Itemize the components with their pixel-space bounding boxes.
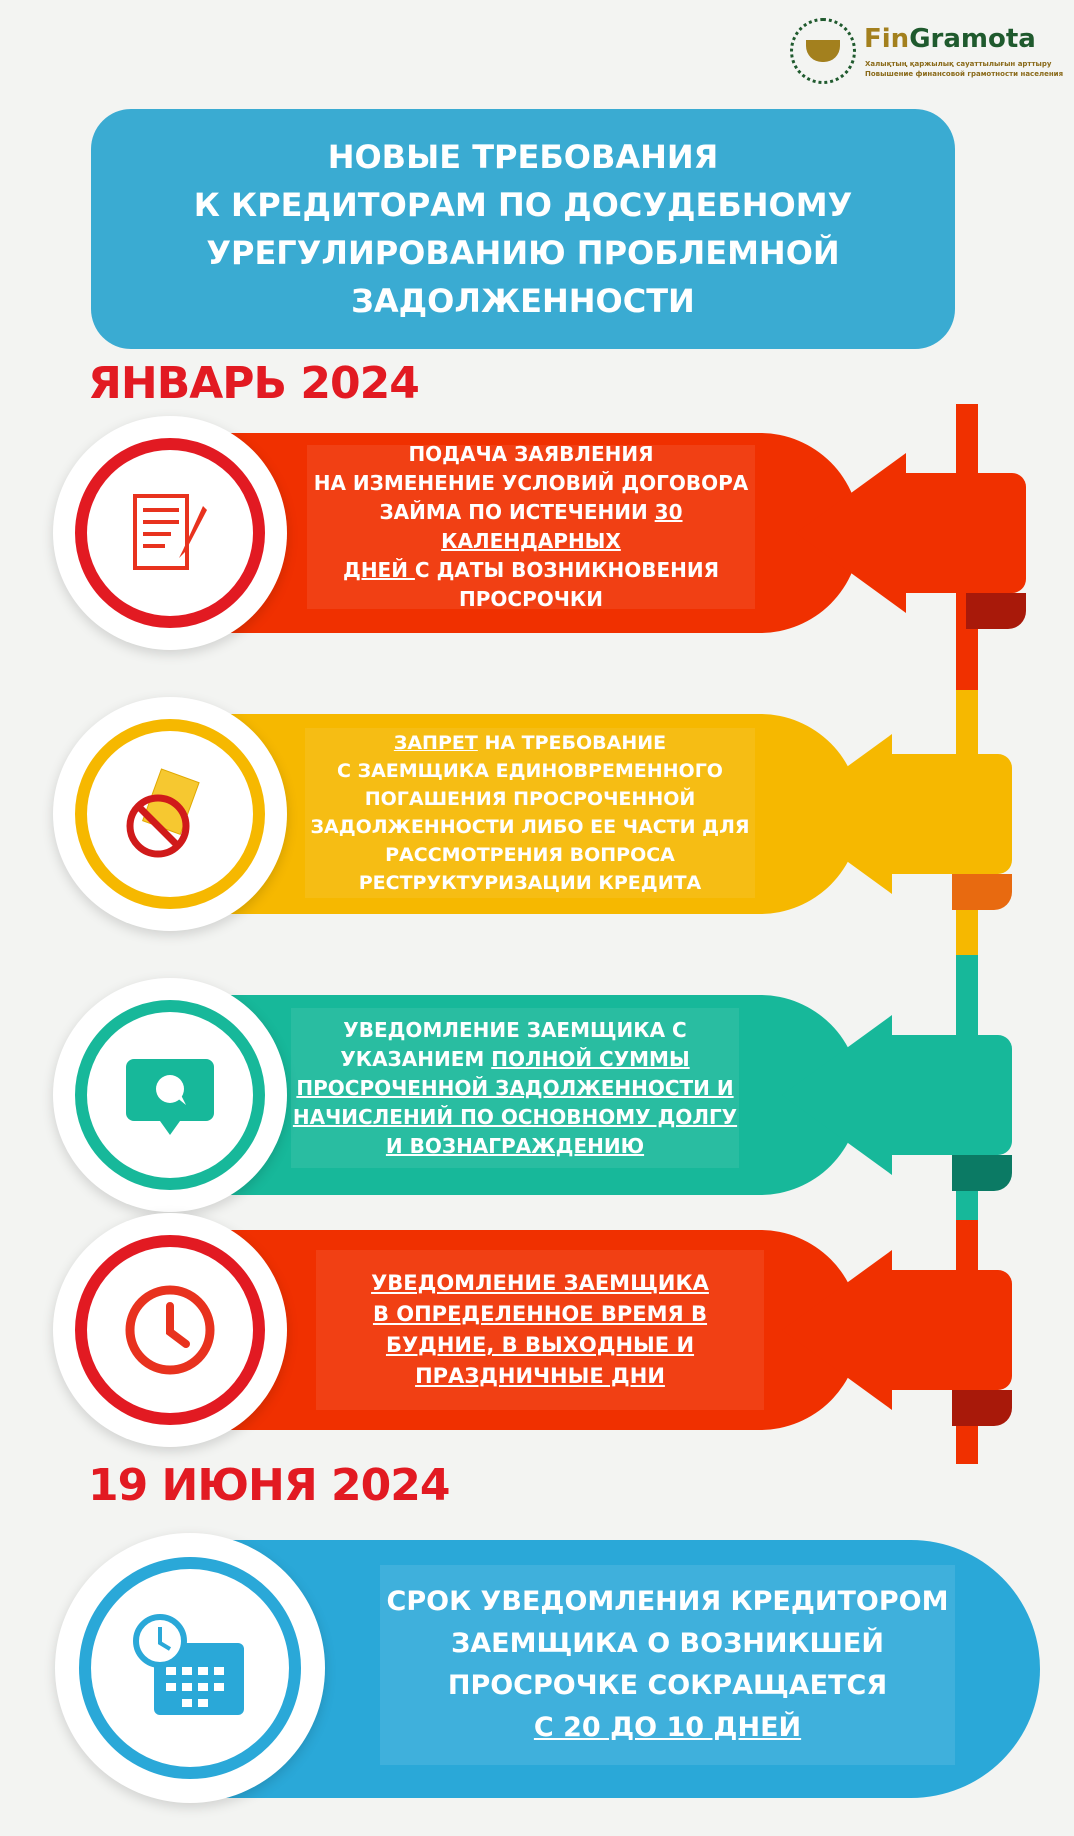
text-line: НА ИЗМЕНЕНИЕ УСЛОВИЙ ДОГОВОРА [313,471,749,495]
highlight-text: ЗАПРЕТ [393,732,478,754]
text-line: РАССМОТРЕНИЯ ВОПРОСА [385,844,675,866]
page-title: НОВЫЕ ТРЕБОВАНИЯ К КРЕДИТОРАМ ПО ДОСУДЕБ… [91,109,955,349]
highlight-text: ПОЛНОЙ СУММЫ [491,1046,690,1071]
title-line: К КРЕДИТОРАМ ПО ДОСУДЕБНОМУ [193,186,853,224]
item-1-text: ПОДАЧА ЗАЯВЛЕНИЯ НА ИЗМЕНЕНИЕ УСЛОВИЙ ДО… [307,442,755,611]
text-line: ПОГАШЕНИЯ ПРОСРОЧЕННОЙ [364,788,696,810]
highlight-text: ПРАЗДНИЧНЫЕ ДНИ [415,1364,665,1388]
item-4-text: УВЕДОМЛЕНИЕ ЗАЕМЩИКА В ОПРЕДЕЛЕННОЕ ВРЕМ… [316,1250,764,1410]
brand-gramota: Gramota [909,24,1036,54]
text-line: СРОК УВЕДОМЛЕНИЯ КРЕДИТОРОМ [386,1586,949,1617]
text-line: ЗАЙМА ПО ИСТЕЧЕНИИ [379,500,655,524]
text-line: ПОДАЧА ЗАЯВЛЕНИЯ [408,442,654,466]
text-line: ПРОСРОЧКЕ СОКРАЩАЕТСЯ [447,1670,888,1701]
highlight-text: С 20 ДО 10 ДНЕЙ [533,1712,802,1743]
highlight-text: БУДНИЕ, В ВЫХОДНЫЕ И [385,1333,695,1357]
text-line: НА ТРЕБОВАНИЕ [477,732,667,754]
arrow-yellow [782,714,1012,914]
date-january: ЯНВАРЬ 2024 [88,358,420,409]
item-2-text: ЗАПРЕТ НА ТРЕБОВАНИЕ С ЗАЕМЩИКА ЕДИНОВРЕ… [305,728,755,898]
item-3-text: УВЕДОМЛЕНИЕ ЗАЕМЩИКА С УКАЗАНИЕМ ПОЛНОЙ … [291,1008,739,1168]
fingramota-logo: FinGramota Халықтың қаржылық сауаттылығы… [790,18,1064,88]
text-line: УВЕДОМЛЕНИЕ ЗАЕМЩИКА С [343,1017,687,1042]
highlight-text: В ОПРЕДЕЛЕННОЕ ВРЕМЯ В [372,1302,708,1326]
circle-item-4 [53,1213,287,1447]
arrow-red-2 [782,1230,1012,1430]
text-line: УКАЗАНИЕМ [340,1046,492,1071]
arrow-red [796,433,1026,633]
final-text: СРОК УВЕДОМЛЕНИЯ КРЕДИТОРОМ ЗАЕМЩИКА О В… [380,1565,955,1765]
arrow-teal [782,995,1012,1195]
highlight-text: И ВОЗНАГРАЖДЕНИЮ [385,1133,645,1158]
brand-fin: Fin [864,24,910,54]
logo-emblem-icon [790,18,856,84]
circle-item-2 [53,697,287,931]
text-line: С ЗАЕМЩИКА ЕДИНОВРЕМЕННОГО [337,760,723,782]
clock-icon [125,1285,215,1375]
highlight-text: УВЕДОМЛЕНИЕ ЗАЕМЩИКА [371,1271,709,1295]
highlight-text: НАЧИСЛЕНИЙ ПО ОСНОВНОМУ ДОЛГУ [292,1104,738,1129]
text-line: ЗАДОЛЖЕННОСТИ ЛИБО ЕЕ ЧАСТИ ДЛЯ [310,816,750,838]
tagline-ru: Повышение финансовой грамотности населен… [865,70,1064,78]
chat-bubble-icon [126,1059,214,1135]
highlight-text: ДНЕЙ [343,558,415,582]
text-line: ПРОСРОЧКИ [459,587,603,611]
title-line: НОВЫЕ ТРЕБОВАНИЯ [327,138,719,176]
date-june: 19 ИЮНЯ 2024 [88,1460,451,1511]
document-pen-icon [133,494,207,570]
title-line: ЗАДОЛЖЕННОСТИ [351,282,695,320]
circle-item-3 [53,978,287,1212]
text-line: РЕСТРУКТУРИЗАЦИИ КРЕДИТА [358,872,702,894]
circle-final [55,1533,325,1803]
text-line: ЗАЕМЩИКА О ВОЗНИКШЕЙ [451,1628,884,1659]
tagline-kz: Халықтың қаржылық сауаттылығын арттыру [865,60,1052,68]
circle-item-1 [53,416,287,650]
title-line: УРЕГУЛИРОВАНИЮ ПРОБЛЕМНОЙ [206,234,840,272]
timeline-bar [956,404,978,1464]
highlight-text: 30 КАЛЕНДАРНЫХ [441,500,683,553]
text-line: С ДАТЫ ВОЗНИКНОВЕНИЯ [414,558,719,582]
no-money-icon [126,768,200,858]
calendar-clock-icon [133,1614,244,1715]
highlight-text: ПРОСРОЧЕННОЙ ЗАДОЛЖЕННОСТИ И [296,1075,734,1100]
